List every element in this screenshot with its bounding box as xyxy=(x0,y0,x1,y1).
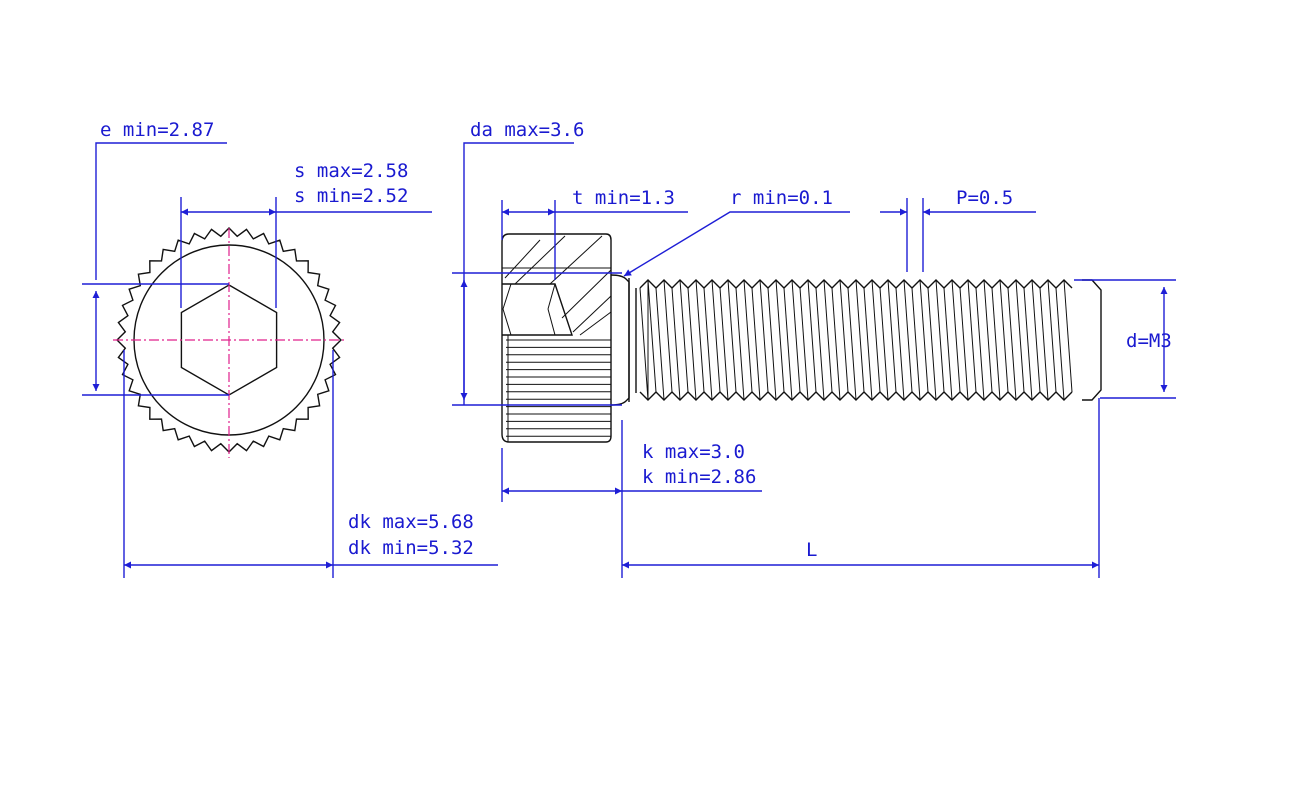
side-view-dimensions xyxy=(452,142,1176,578)
under-head-fillet xyxy=(610,274,630,406)
end-view xyxy=(113,227,345,458)
thread-end-chamfer xyxy=(1082,279,1102,401)
end-view-dimensions xyxy=(82,142,498,578)
label-k-max: k max=3.0 xyxy=(642,441,745,463)
label-s-min: s min=2.52 xyxy=(294,185,408,207)
label-s-max: s max=2.58 xyxy=(294,160,408,182)
label-t-min: t min=1.3 xyxy=(572,187,675,209)
head-outline xyxy=(501,233,612,443)
thread-section xyxy=(639,279,1073,401)
label-k-min: k min=2.86 xyxy=(642,466,756,488)
socket-section xyxy=(502,283,573,336)
label-dk-max: dk max=5.68 xyxy=(348,511,474,533)
label-length: L xyxy=(806,539,817,561)
label-dk-min: dk min=5.32 xyxy=(348,537,474,559)
dimension-labels: e min=2.87 s max=2.58 s min=2.52 da max=… xyxy=(100,119,1172,561)
label-da-max: da max=3.6 xyxy=(470,119,584,141)
section-hatching xyxy=(502,235,612,336)
side-view xyxy=(501,233,1102,443)
head-knurl-lines xyxy=(506,335,611,442)
label-e-min: e min=2.87 xyxy=(100,119,214,141)
label-pitch: P=0.5 xyxy=(956,187,1013,209)
label-r-min: r min=0.1 xyxy=(730,187,833,209)
label-thread-diameter: d=M3 xyxy=(1126,330,1172,352)
